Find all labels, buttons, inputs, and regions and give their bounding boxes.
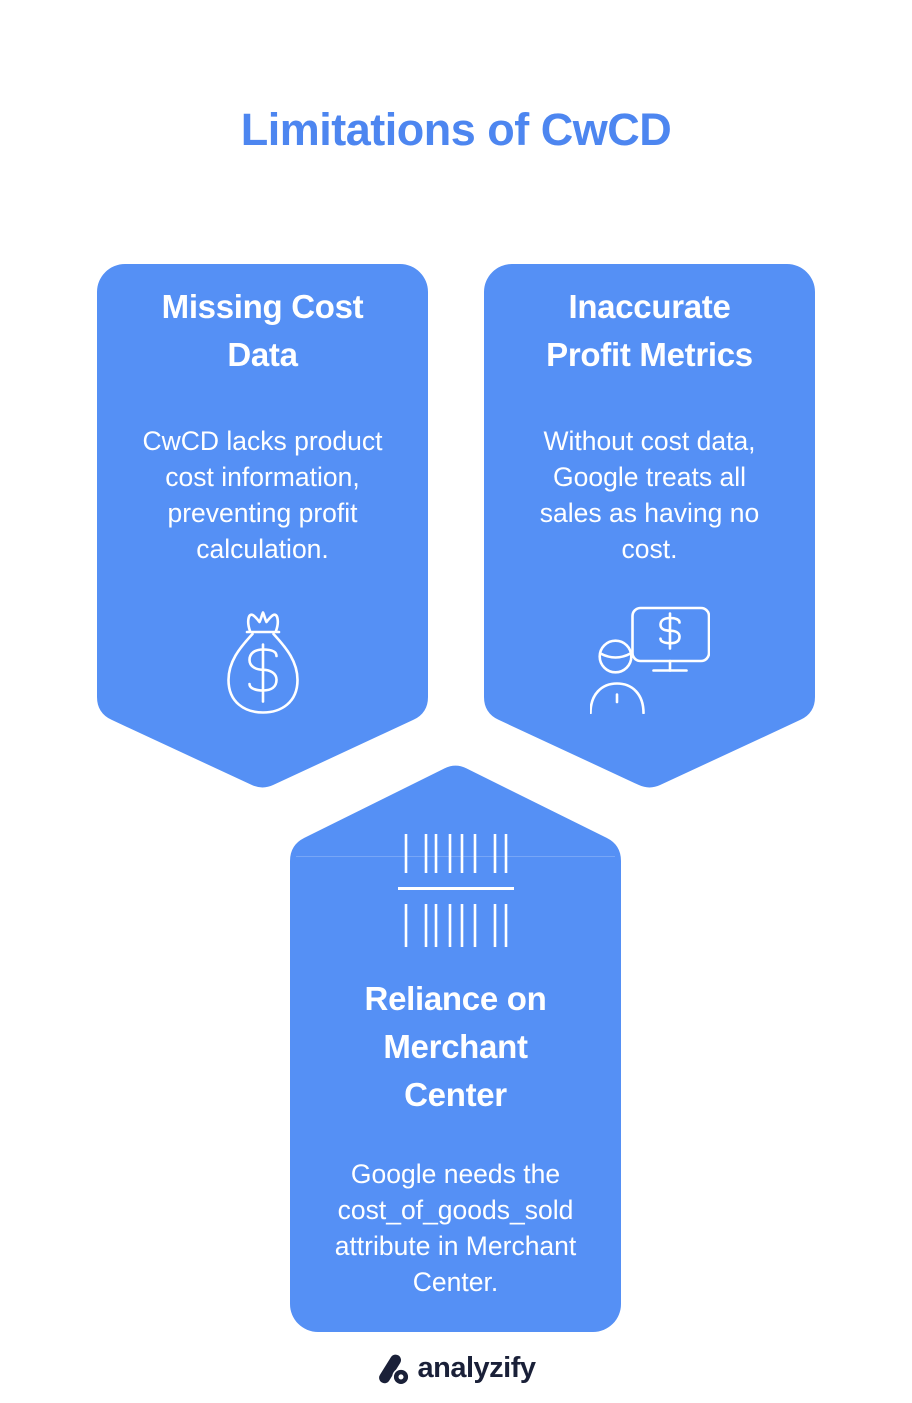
card-body: CwCD lacks product cost information, pre… xyxy=(142,426,383,564)
barcode-scan-icon xyxy=(397,834,514,947)
card-heading: Missing Cost Data xyxy=(161,288,364,373)
barcode-top-bars xyxy=(404,834,507,873)
money-bag-icon xyxy=(226,611,299,714)
chevron-card-shape-up xyxy=(290,765,621,1332)
footer-brand: analyzify xyxy=(0,1351,912,1386)
card-reliance-on-merchant-center: Reliance on Merchant Center Google needs… xyxy=(290,763,621,1332)
bag-tie xyxy=(246,611,279,633)
card-inaccurate-profit-metrics: Inaccurate Profit Metrics Without cost d… xyxy=(484,264,815,790)
person-head xyxy=(597,639,633,674)
person-monitor-icon xyxy=(589,606,710,714)
card-body: Google needs the cost_of_goods_sold attr… xyxy=(334,1159,577,1297)
card-heading: Reliance on Merchant Center xyxy=(364,980,547,1113)
card-heading: Inaccurate Profit Metrics xyxy=(546,288,753,373)
chevron-card-shape xyxy=(97,264,428,788)
page-title: Limitations of CwCD xyxy=(240,104,672,155)
chevron-card-shape xyxy=(484,264,815,788)
card-body: Without cost data, Google treats all sal… xyxy=(539,426,760,564)
brand-name: analyzify xyxy=(417,1352,537,1384)
person-hairline xyxy=(598,652,632,659)
analyzify-logo-icon xyxy=(378,1354,409,1386)
barcode-bottom-bars xyxy=(404,904,507,947)
bag-body xyxy=(226,632,299,714)
person-shoulders xyxy=(589,682,645,714)
card-missing-cost-data: Missing Cost Data CwCD lacks product cos… xyxy=(97,264,428,790)
